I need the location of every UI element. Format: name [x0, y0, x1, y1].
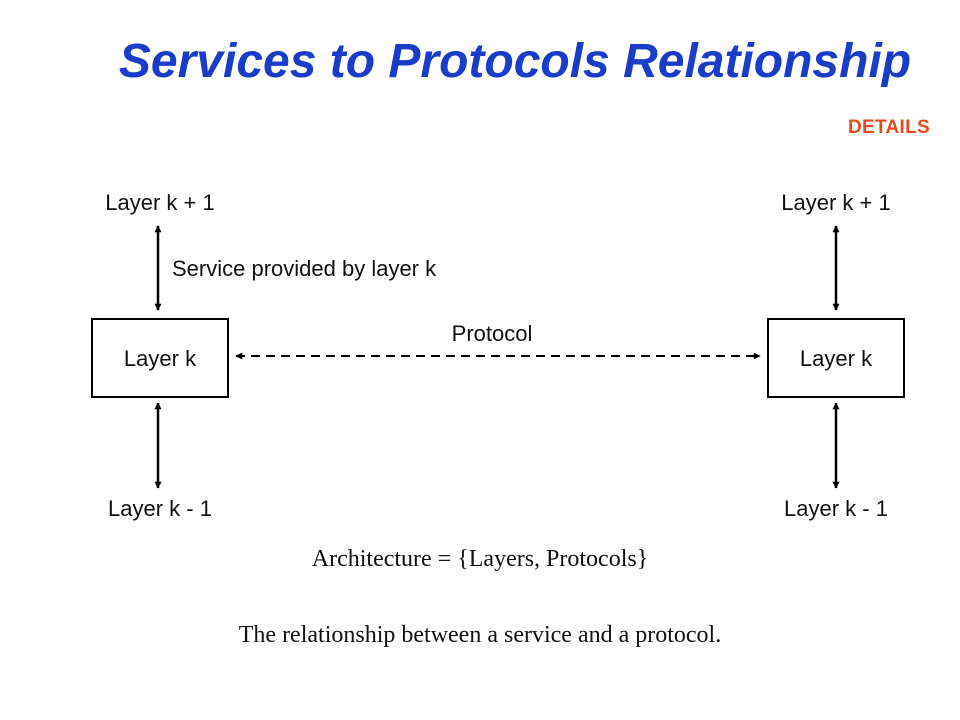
architecture-caption: Architecture = {Layers, Protocols} [311, 546, 649, 572]
right-layer-box-label: Layer k [800, 346, 873, 371]
left-layer-box-label: Layer k [124, 346, 197, 371]
left-lower-layer-label: Layer k - 1 [108, 496, 212, 521]
service-label: Service provided by layer k [172, 256, 437, 281]
slide-title: Services to Protocols Relationship [118, 35, 912, 88]
right-upper-layer-label: Layer k + 1 [781, 190, 890, 215]
left-upper-layer-label: Layer k + 1 [105, 190, 214, 215]
details-link[interactable]: DETAILS [848, 117, 930, 138]
relationship-caption: The relationship between a service and a… [238, 622, 722, 648]
right-lower-layer-label: Layer k - 1 [784, 496, 888, 521]
protocol-label: Protocol [452, 321, 533, 346]
left-layer-box [91, 318, 229, 398]
right-layer-box [767, 318, 905, 398]
